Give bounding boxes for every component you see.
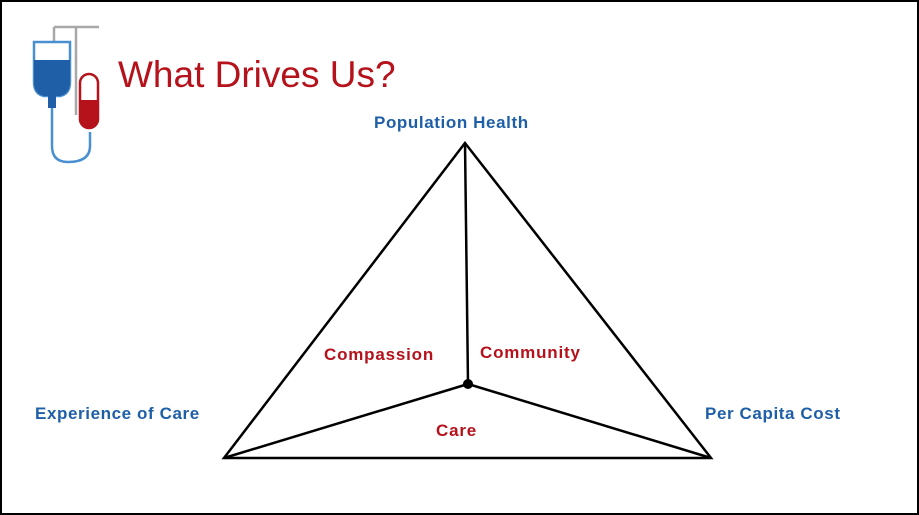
spoke-right [467,382,712,460]
outer-triangle [221,140,714,460]
vertex-label-experience-of-care: Experience of Care [35,404,200,423]
region-label-care: Care [436,421,478,440]
spoke-left [223,382,469,460]
region-label-community: Community [480,343,581,362]
spoke-top [463,142,470,385]
vertex-label-per-capita-cost: Per Capita Cost [705,404,841,423]
vertex-label-population-health: Population Health [374,113,529,132]
iv-bag-capsule-icon [32,25,100,164]
center-node [463,379,473,389]
region-label-compassion: Compassion [324,345,435,364]
page-title: What Drives Us? [118,54,396,95]
